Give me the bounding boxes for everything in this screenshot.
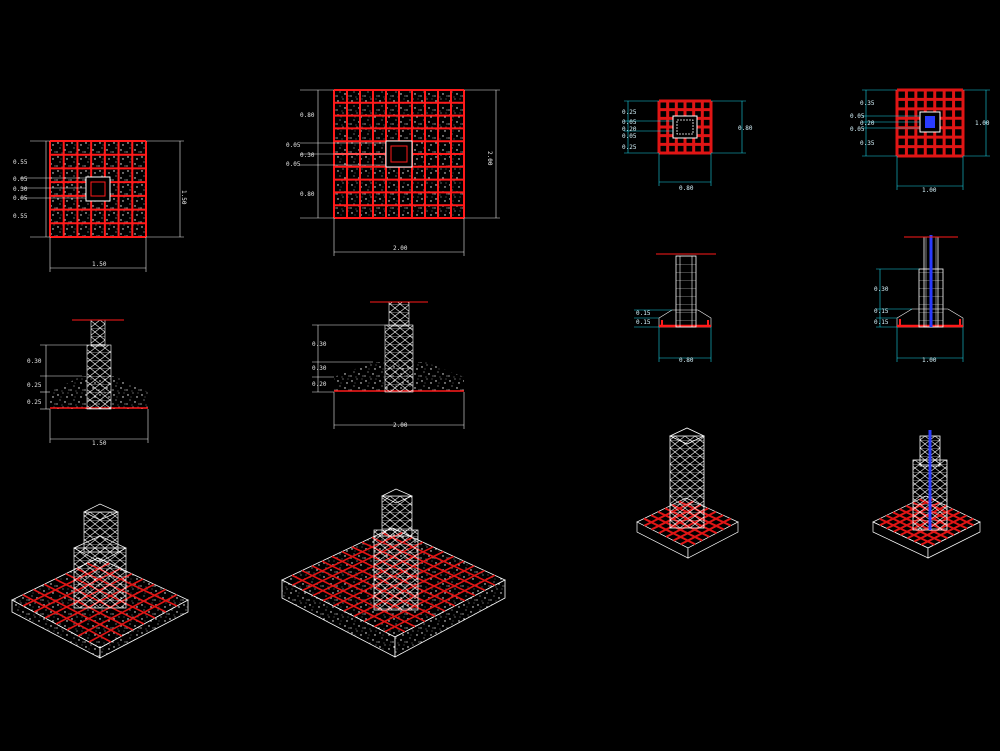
plan3-dim-3: 0.20 xyxy=(622,126,637,133)
plan4-dim-2: 0.05 xyxy=(850,113,865,120)
footing-isometric-4 xyxy=(872,430,981,559)
plan2-right-dim: 2.00 xyxy=(486,151,493,166)
footing-plan-3: 0.25 0.05 0.20 0.05 0.25 0.80 0.80 xyxy=(622,99,753,192)
section4-dim-1: 0.30 xyxy=(874,286,889,293)
plan1-dim-3: 0.30 xyxy=(13,186,28,193)
section3-bottom-dim: 0.80 xyxy=(679,357,694,364)
plan4-dim-3: 0.20 xyxy=(860,120,875,127)
section2-dim-3: 0.20 xyxy=(312,381,327,388)
plan2-dim-5: 0.80 xyxy=(300,191,315,198)
section3-dim-1: 0.15 xyxy=(636,310,651,317)
plan4-bottom-dim: 1.00 xyxy=(922,187,937,194)
footing-section-2: 0.30 0.30 0.20 2.00 xyxy=(312,301,465,429)
section1-dim-1: 0.30 xyxy=(27,358,42,365)
plan4-right-dim: 1.00 xyxy=(975,120,990,127)
plan4-dim-1: 0.35 xyxy=(860,100,875,107)
footing-isometric-3 xyxy=(636,427,739,559)
section4-bottom-dim: 1.00 xyxy=(922,357,937,364)
plan4-dim-4: 0.05 xyxy=(850,126,865,133)
plan3-bottom-dim: 0.80 xyxy=(679,185,694,192)
plan2-dim-4: 0.05 xyxy=(286,161,301,168)
plan1-dim-4: 0.05 xyxy=(13,195,28,202)
plan3-dim-1: 0.25 xyxy=(622,109,637,116)
plan2-bottom-dim: 2.00 xyxy=(393,245,408,252)
plan1-bottom-dim: 1.50 xyxy=(92,261,107,268)
plan3-right-dim: 0.80 xyxy=(738,125,753,132)
section3-dim-2: 0.15 xyxy=(636,319,651,326)
plan2-dim-3: 0.30 xyxy=(300,152,315,159)
footing-section-3: 0.15 0.15 0.80 xyxy=(634,253,716,364)
section4-dim-3: 0.15 xyxy=(874,319,889,326)
plan2-dim-2: 0.05 xyxy=(286,142,301,149)
footing-section-4: 0.30 0.15 0.15 1.00 xyxy=(874,235,964,364)
plan3-dim-2: 0.05 xyxy=(622,119,637,126)
plan4-dim-5: 0.35 xyxy=(860,140,875,147)
footing-plan-4: 0.35 0.05 0.20 0.05 0.35 1.00 1.00 xyxy=(850,88,990,194)
plan1-dim-5: 0.55 xyxy=(13,213,28,220)
plan1-right-dim: 1.50 xyxy=(180,190,187,205)
footing-plan-1: 0.55 0.05 0.30 0.05 0.55 1.50 1.50 xyxy=(13,140,187,272)
plan2-dim-1: 0.80 xyxy=(300,112,315,119)
plan3-dim-5: 0.25 xyxy=(622,144,637,151)
section2-dim-1: 0.30 xyxy=(312,341,327,348)
footing-plan-2: 0.80 0.05 0.30 0.05 0.80 2.00 2.00 xyxy=(286,89,500,256)
plan1-dim-1: 0.55 xyxy=(13,159,28,166)
plan3-dim-4: 0.05 xyxy=(622,133,637,140)
footing-isometric-1 xyxy=(11,503,189,659)
footing-isometric-2 xyxy=(281,488,506,658)
footing-section-1: 0.30 0.25 0.25 1.50 xyxy=(27,319,149,447)
plan1-dim-2: 0.05 xyxy=(13,176,28,183)
section1-bottom-dim: 1.50 xyxy=(92,440,107,447)
section1-dim-3: 0.25 xyxy=(27,399,42,406)
section4-dim-2: 0.15 xyxy=(874,308,889,315)
section1-dim-2: 0.25 xyxy=(27,382,42,389)
section2-bottom-dim: 2.00 xyxy=(393,422,408,429)
section2-dim-2: 0.30 xyxy=(312,365,327,372)
